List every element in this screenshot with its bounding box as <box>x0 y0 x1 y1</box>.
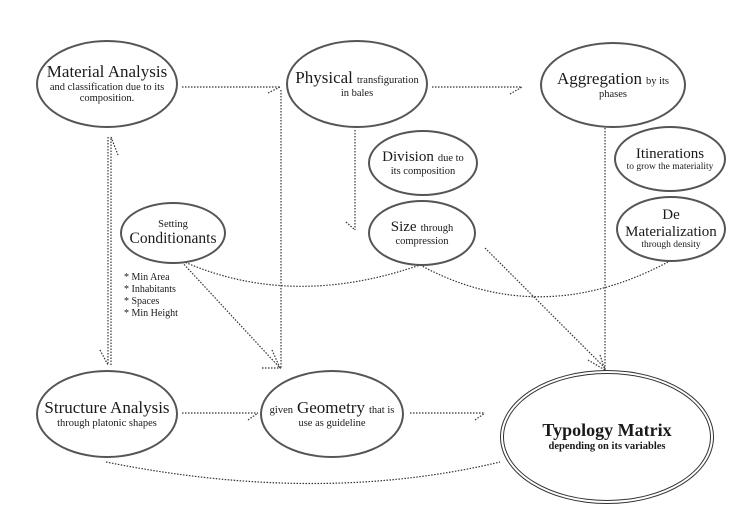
node-title: Typology Matrix <box>542 420 672 441</box>
node-title: Materialization <box>625 223 717 240</box>
arrowhead <box>99 349 109 366</box>
node-title: Structure Analysis <box>44 397 170 417</box>
node-title-suffix: due to <box>437 153 464 165</box>
node-subtitle: through platonic shapes <box>57 417 157 429</box>
node-title-prefix: given <box>269 404 293 416</box>
node-title-suffix: transfiguration <box>356 74 419 86</box>
node-physical[interactable]: Physical transfiguration in bales <box>286 40 428 128</box>
condition-item: * Min Height <box>124 308 178 319</box>
arrowhead <box>345 221 356 231</box>
node-pretitle: De <box>662 207 680 224</box>
node-subtitle: to grow the materiality <box>626 162 714 173</box>
arrowhead <box>110 136 119 156</box>
node-subtitle: phases <box>599 88 627 100</box>
node-subtitle: compression <box>395 236 449 248</box>
node-title-suffix: through <box>420 223 454 235</box>
arrowhead <box>599 354 606 371</box>
condition-item: * Spaces <box>124 296 160 307</box>
node-title: Itinerations <box>635 145 705 162</box>
edge-conditionants-geometry <box>179 259 281 369</box>
node-conditionants[interactable]: Setting Conditionants <box>120 202 226 264</box>
node-dematerialization[interactable]: De Materialization through density <box>616 196 726 262</box>
edge-size-typology <box>484 247 606 369</box>
arrowhead <box>247 412 259 421</box>
node-subtitle: and classification due to its compositio… <box>49 81 165 105</box>
node-title: Division <box>382 149 434 166</box>
node-subtitle: in bales <box>340 87 374 99</box>
condition-item: * Inhabitants <box>124 284 176 295</box>
node-typology-matrix[interactable]: Typology Matrix depending on its variabl… <box>500 370 714 504</box>
node-title: Material Analysis <box>46 62 168 82</box>
node-itinerations[interactable]: Itinerations to grow the materiality <box>614 126 726 192</box>
arrowhead <box>474 412 486 421</box>
arrowhead <box>509 86 523 95</box>
arrowhead <box>587 359 606 371</box>
node-division[interactable]: Division due to its composition <box>368 130 478 196</box>
node-title: Conditionants <box>129 230 217 248</box>
node-title: Physical <box>295 67 353 87</box>
edge-size-dematerialization-arc <box>419 261 669 298</box>
node-geometry[interactable]: given Geometry that is use as guideline <box>260 370 404 458</box>
node-size[interactable]: Size through compression <box>368 200 476 266</box>
node-subtitle: use as guideline <box>298 417 366 429</box>
node-subtitle: its composition <box>390 166 456 178</box>
node-pretitle: Setting <box>158 218 188 230</box>
condition-item: * Min Area <box>124 272 170 283</box>
node-subtitle: depending on its variables <box>548 441 666 453</box>
node-material-analysis[interactable]: Material Analysis and classification due… <box>36 40 178 128</box>
node-title-suffix: that is <box>368 404 395 416</box>
node-title: Aggregation <box>556 68 642 88</box>
node-title: Size <box>390 219 417 236</box>
arrowhead <box>267 86 281 94</box>
node-aggregation[interactable]: Aggregation by its phases <box>540 42 686 128</box>
node-title: Geometry <box>296 397 365 417</box>
node-title-suffix: by its <box>645 75 670 87</box>
arrowhead <box>271 349 281 369</box>
node-subtitle: through density <box>641 240 701 251</box>
edge-structure-typology-arc <box>105 461 501 485</box>
conditions-list: * Min Area * Inhabitants * Spaces * Min … <box>124 272 178 320</box>
node-structure-analysis[interactable]: Structure Analysis through platonic shap… <box>36 370 178 458</box>
edge-conditionants-size-arc <box>179 259 421 287</box>
